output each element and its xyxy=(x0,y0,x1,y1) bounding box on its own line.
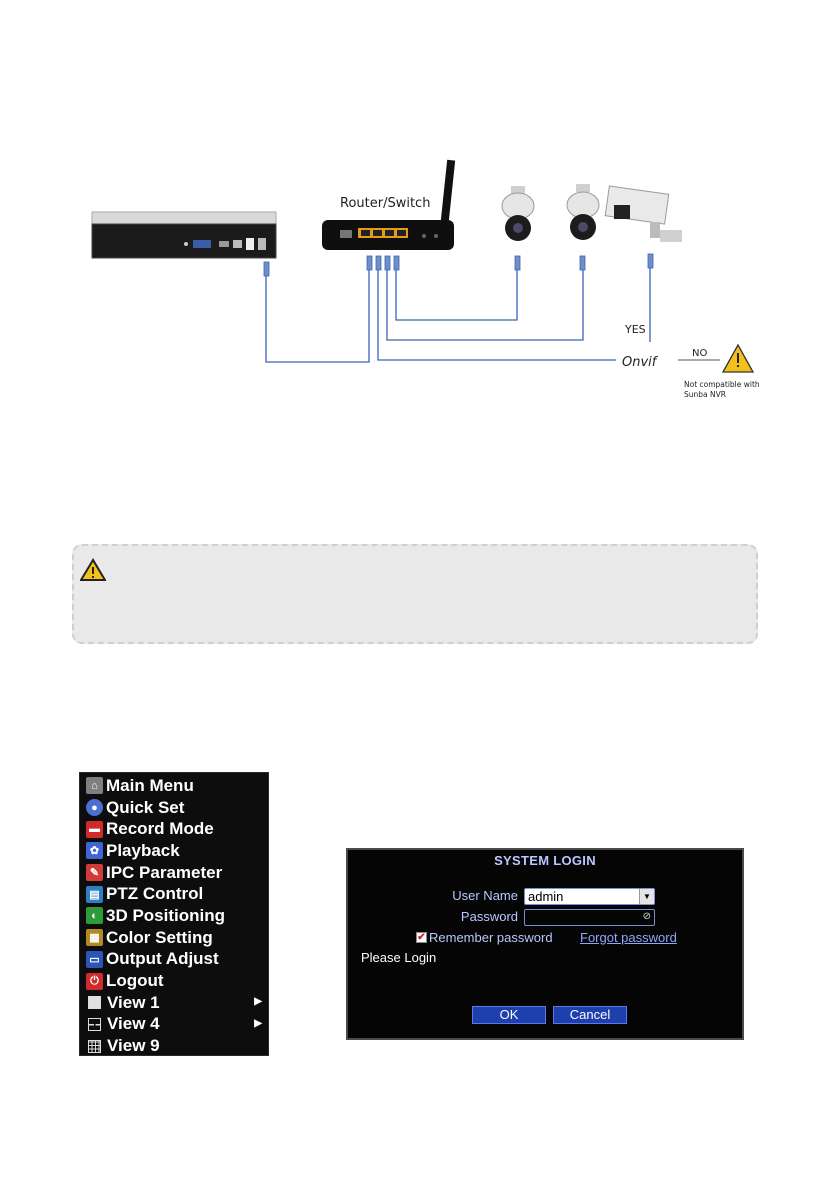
menu-item-label: Record Mode xyxy=(106,819,214,839)
chevron-down-icon[interactable]: ▼ xyxy=(639,889,654,904)
network-connection-diagram: Router/Switch YES Onvif xyxy=(91,159,760,399)
submenu-arrow-icon: ▶ xyxy=(254,1017,262,1029)
menu-item-label: 3D Positioning xyxy=(106,905,225,925)
no-label: NO xyxy=(692,348,707,359)
username-select[interactable]: admin ▼ xyxy=(524,888,655,905)
palette-icon: ▦ xyxy=(86,929,103,947)
home-icon: ⌂ xyxy=(86,777,103,795)
username-label: User Name xyxy=(452,888,518,903)
menu-item-view-9[interactable]: View 9 xyxy=(80,1035,268,1057)
view1-icon xyxy=(88,996,101,1010)
nvr-device xyxy=(91,211,277,259)
system-login-dialog: SYSTEM LOGIN User Name admin ▼ Password … xyxy=(346,848,744,1040)
menu-item-label: View 4 xyxy=(107,1014,160,1034)
cancel-button[interactable]: Cancel xyxy=(553,1006,627,1024)
password-input[interactable]: ⊘ xyxy=(524,909,655,926)
onvif-logo-text: Onvif xyxy=(622,355,659,370)
menu-item-label: Logout xyxy=(106,971,164,991)
menu-item-view-1[interactable]: View 1 ▶ xyxy=(80,992,268,1014)
menu-item-logout[interactable]: ⏻ Logout xyxy=(80,970,268,992)
menu-item-quick-set[interactable]: ● Quick Set xyxy=(80,797,268,819)
cable-connectors xyxy=(263,253,654,277)
router-device xyxy=(322,159,456,250)
menu-item-ptz-control[interactable]: ▤ PTZ Control xyxy=(80,883,268,905)
wrench-icon: ✎ xyxy=(86,864,103,882)
menu-item-label: IPC Parameter xyxy=(106,862,223,882)
menu-item-label: Color Setting xyxy=(106,927,213,947)
menu-item-label: View 1 xyxy=(107,992,160,1012)
playback-icon: ✿ xyxy=(86,842,103,860)
menu-item-view-4[interactable]: View 4 ▶ xyxy=(80,1014,268,1036)
disc-icon: ● xyxy=(86,799,103,817)
menu-item-ipc-parameter[interactable]: ✎ IPC Parameter xyxy=(80,862,268,884)
context-menu: ⌂ Main Menu ● Quick Set ▬ Record Mode ✿ … xyxy=(79,772,269,1056)
remember-password-label: Remember password xyxy=(429,930,553,945)
dialog-title: SYSTEM LOGIN xyxy=(494,853,596,868)
menu-item-main-menu[interactable]: ⌂ Main Menu xyxy=(80,775,268,797)
power-icon: ⏻ xyxy=(86,972,103,990)
bullet-camera xyxy=(604,185,682,242)
not-compatible-line-2: Sunba NVR xyxy=(684,390,726,399)
username-value: admin xyxy=(528,889,564,904)
ptz-camera-1 xyxy=(501,186,535,241)
password-label: Password xyxy=(460,909,518,924)
menu-item-label: Quick Set xyxy=(106,797,185,817)
view4-icon xyxy=(88,1017,101,1031)
menu-item-label: Main Menu xyxy=(106,775,194,795)
menu-item-playback[interactable]: ✿ Playback xyxy=(80,840,268,862)
view9-icon xyxy=(88,1039,101,1053)
camera-icon: ▤ xyxy=(86,885,103,903)
warning-icon xyxy=(80,558,106,581)
menu-item-3d-positioning[interactable]: ◐ 3D Positioning xyxy=(80,905,268,927)
submenu-arrow-icon: ▶ xyxy=(254,995,262,1007)
eye-hidden-icon[interactable]: ⊘ xyxy=(642,911,651,922)
login-status-text: Please Login xyxy=(361,950,437,965)
sphere-icon: ◐ xyxy=(86,907,103,925)
record-icon: ▬ xyxy=(86,820,103,838)
remember-password-checkbox[interactable]: ✔ xyxy=(416,932,427,943)
warning-note-box xyxy=(72,544,758,644)
yes-label: YES xyxy=(624,323,646,336)
monitor-icon: ▭ xyxy=(86,950,103,968)
menu-item-color-setting[interactable]: ▦ Color Setting xyxy=(80,927,268,949)
cables xyxy=(265,268,651,363)
ok-button[interactable]: OK xyxy=(472,1006,546,1024)
menu-item-label: Output Adjust xyxy=(106,949,219,969)
menu-item-label: Playback xyxy=(106,840,180,860)
warning-icon xyxy=(721,343,755,373)
menu-item-label: View 9 xyxy=(107,1036,160,1056)
menu-item-output-adjust[interactable]: ▭ Output Adjust xyxy=(80,949,268,971)
forgot-password-link[interactable]: Forgot password xyxy=(580,930,677,945)
ptz-camera-2 xyxy=(566,184,600,240)
menu-item-label: PTZ Control xyxy=(106,884,204,904)
menu-item-record-mode[interactable]: ▬ Record Mode xyxy=(80,818,268,840)
router-label: Router/Switch xyxy=(340,196,430,211)
not-compatible-line-1: Not compatible with xyxy=(684,380,760,389)
